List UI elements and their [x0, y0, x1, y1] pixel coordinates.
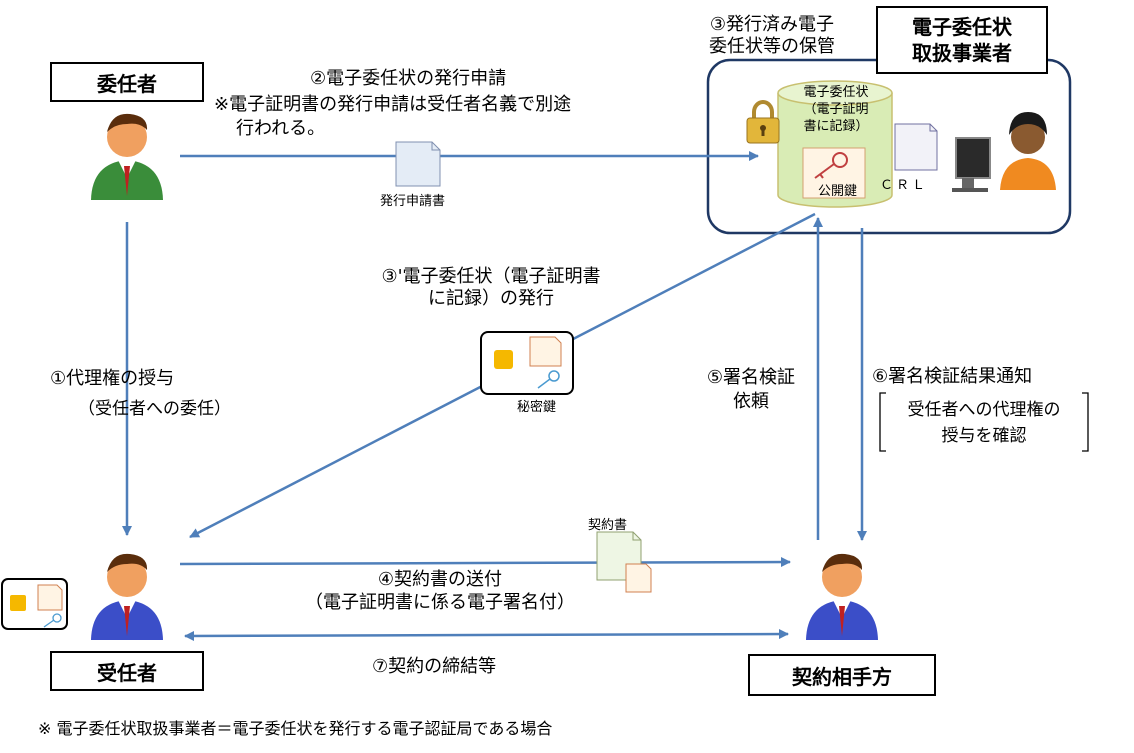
- delegator-label: 委任者: [50, 62, 204, 102]
- crl-document-icon: [894, 123, 938, 171]
- step6-note-line1: 受任者への代理権の: [907, 400, 1061, 420]
- step3-line1: ③発行済み電子: [709, 14, 835, 35]
- step7-label: ⑦契約の締結等: [372, 656, 497, 677]
- step4-label: ④契約書の送付 （電子証明書に係る電子署名付）: [240, 568, 640, 614]
- operator-label: 電子委任状 取扱事業者: [876, 6, 1048, 74]
- step4-line1: ④契約書の送付: [377, 569, 503, 590]
- step5-line1: ⑤署名検証: [706, 367, 796, 388]
- step6-label: ⑥署名検証結果通知: [872, 366, 1033, 387]
- application-document-icon: [395, 141, 441, 187]
- db-label-line1: 電子委任状: [803, 85, 869, 100]
- operator-staff-icon: [952, 112, 1056, 192]
- contract-doc-label: 契約書: [588, 518, 628, 533]
- db-label: 電子委任状 （電子証明 書に記録）: [786, 84, 886, 135]
- contract-document-icon: [596, 531, 652, 593]
- delegator-person-icon: [91, 113, 163, 200]
- operator-label-line2: 取扱事業者: [912, 41, 1012, 65]
- footnote: ※ 電子委任状取扱事業者＝電子委任状を発行する電子認証局である場合: [38, 719, 553, 738]
- step1-note: （受任者への委任）: [78, 399, 231, 419]
- step3b-line2: に記録）の発行: [428, 288, 554, 309]
- step3b-label: ③'電子委任状（電子証明書 に記録）の発行: [366, 266, 616, 310]
- crl-label: ＣＲＬ: [880, 178, 929, 193]
- db-label-line3: 書に記録）: [803, 119, 869, 134]
- step1-label: ①代理権の授与: [50, 368, 175, 389]
- step6-note: 受任者への代理権の 授与を確認: [888, 397, 1080, 449]
- step5-line2: 依頼: [733, 391, 769, 412]
- counterparty-label: 契約相手方: [748, 654, 936, 696]
- private-key-card-icon: [480, 331, 574, 395]
- arrow-step7: [184, 629, 789, 641]
- application-doc-label: 発行申請書: [380, 194, 446, 209]
- note-bracket: [879, 392, 1089, 452]
- operator-label-line1: 電子委任状: [912, 15, 1012, 39]
- step2-note-line2: 行われる。: [236, 118, 326, 139]
- padlock-icon: [746, 100, 780, 144]
- step3b-line1: ③'電子委任状（電子証明書: [381, 266, 601, 287]
- delegate-label: 受任者: [50, 651, 204, 691]
- public-key-label: 公開鍵: [818, 184, 858, 199]
- delegate-person-icon: [91, 553, 163, 640]
- step3-label: ③発行済み電子 委任状等の保管: [688, 14, 856, 58]
- public-key-certificate-icon: [802, 147, 866, 199]
- step4-line2: （電子証明書に係る電子署名付）: [305, 592, 575, 613]
- step2-note-line1: ※電子証明書の発行申請は受任者名義で別途: [214, 94, 572, 115]
- db-label-line2: （電子証明: [803, 102, 869, 117]
- delegate-key-card-icon: [1, 578, 68, 630]
- step3-line2: 委任状等の保管: [709, 36, 835, 57]
- step6-note-line2: 授与を確認: [941, 426, 1027, 446]
- counterparty-person-icon: [806, 553, 878, 640]
- step2-label: ②電子委任状の発行申請: [310, 68, 507, 89]
- private-key-label: 秘密鍵: [517, 400, 557, 415]
- arrow-step4: [179, 557, 791, 568]
- step5-label: ⑤署名検証 依頼: [692, 366, 810, 414]
